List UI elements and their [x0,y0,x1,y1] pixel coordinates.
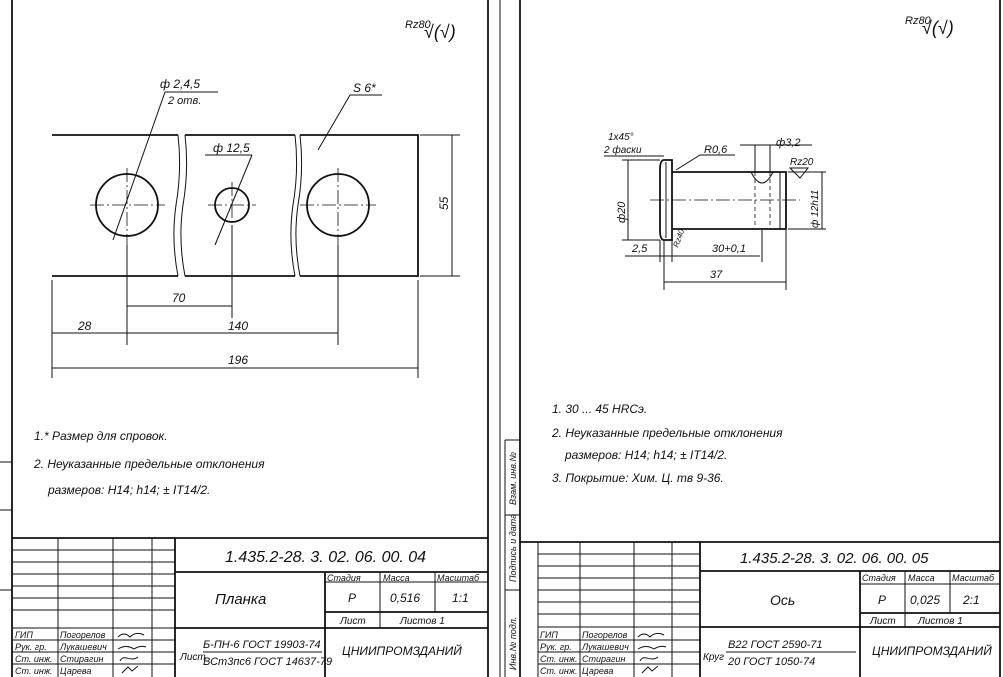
scale-label: Масштаб [952,573,995,583]
role: ГИП [540,630,558,640]
dim-hole-diameter: ф 2,4,5 [160,77,200,91]
mass-label: Масса [383,573,410,583]
sheets-label: Листов 1 [917,616,963,627]
dim-70: 70 [172,291,186,305]
organization: ЦНИИПРОМЗДАНИЙ [872,642,992,658]
note-1: 1. 30 ... 45 HRCэ. [552,402,647,416]
person-name: Стирагин [60,654,103,664]
dim-37: 37 [710,269,723,281]
note-3: 3. Покрытие: Хим. Ц. тв 9-36. [552,471,724,485]
role: ГИП [15,630,33,640]
binding-replace-label: Взам. инв.№ [508,452,518,505]
dim-2-5: 2,5 [631,243,648,255]
dim-rz20: Rz20 [790,157,814,168]
note-2: 2. Неуказанные предельные отклонения [33,457,265,471]
material-top: В22 ГОСТ 2590-71 [728,639,823,651]
signatures [637,632,667,674]
dim-height: 55 [437,196,451,210]
dim-d20: ф20 [616,201,628,223]
material-bottom: 20 ГОСТ 1050-74 [727,656,815,668]
person-name: Царева [60,666,91,676]
role: Ст. инж. [15,666,53,676]
dim-hole-count: 2 отв. [167,95,201,107]
note-2: 2. Неуказанные предельные отклонения [551,426,783,440]
stage-value: Р [878,593,886,607]
part-name: Планка [215,591,266,608]
dim-radius: R0,6 [704,144,728,156]
dim-chamfer: 1x45° [608,132,634,143]
material-top: Б-ПН-6 ГОСТ 19903-74 [203,639,321,651]
sheets-label: Листов 1 [399,616,445,627]
title-block-left: 1.435.2-28. 3. 02. 06. 00. 04 Планка Ста… [12,537,488,677]
sheet-label: Лист [869,616,896,627]
dim-28: 28 [77,319,92,333]
dim-chamfer-count: 2 фаски [603,144,642,156]
person-name: Царева [582,666,613,676]
dim-30: 30+0,1 [712,243,746,255]
dim-140: 140 [228,319,248,333]
person-name: Лукашевич [581,642,629,652]
plate-drawing: ф 2,4,5 2 отв. ф 12,5 S 6* 55 70 140 28 … [51,77,460,378]
scale-value: 2:1 [962,593,980,607]
left-sheet: Rz80 √(√) ф 2,4,5 2 отв. ф 12,5 S 6* 55 … [0,0,489,677]
role: Ст. инж. [540,654,578,664]
mass-value: 0,516 [390,591,420,605]
mass-label: Масса [908,573,935,583]
dim-center-hole: ф 12,5 [213,141,250,155]
roughness-symbol: √(√) [424,22,456,42]
person-name: Стирагин [582,654,625,664]
scale-value: 1:1 [452,591,469,605]
material-prefix: Круг [703,652,724,663]
role: Рук. гр. [540,642,572,652]
person-name: Лукашевич [59,642,107,652]
note-2-cont: размеров: H14; h14; ± IT14/2. [564,448,727,462]
drawing-code: 1.435.2-28. 3. 02. 06. 00. 05 [740,550,929,567]
stage-label: Стадия [862,573,896,583]
note-2-cont: размеров: H14; h14; ± IT14/2. [47,483,210,497]
roughness-symbol: √(√) [922,18,954,38]
role: Ст. инж. [540,666,578,676]
dim-rz40: Rz40 [671,228,686,249]
dim-hole: ф3,2 [776,137,800,149]
dim-thickness: S 6* [353,81,376,95]
signatures [117,632,147,674]
role: Рук. гр. [15,642,47,652]
dim-196: 196 [228,353,248,367]
roughness-label: Rz80 [905,15,932,27]
role: Ст. инж. [15,654,53,664]
scale-label: Масштаб [437,573,480,583]
binding-signature-label: Подпись и дата [508,514,518,582]
axle-drawing: 1x45° 2 фаски R0,6 ф3,2 Rz20 ф20 ф 12h11… [603,132,826,290]
dim-d12: ф 12h11 [809,190,821,228]
stage-value: Р [348,591,356,605]
material-prefix: Лист [179,652,206,663]
title-block-right: 1.435.2-28. 3. 02. 06. 00. 05 Ось Стадия… [520,541,1000,677]
part-name: Ось [770,592,795,608]
binding-inventory-label: Инв.№ подл. [508,617,518,670]
right-sheet: Взам. инв.№ Подпись и дата Инв.№ подл. R… [499,0,1001,677]
person-name: Погорелов [60,630,106,640]
organization: ЦНИИПРОМЗДАНИЙ [342,642,462,658]
roughness-label: Rz80 [405,19,432,31]
note-1: 1.* Размер для спровок. [34,429,168,443]
mass-value: 0,025 [910,593,940,607]
drawing-code: 1.435.2-28. 3. 02. 06. 00. 04 [225,549,426,566]
person-name: Погорелов [582,630,628,640]
stage-label: Стадия [327,573,361,583]
sheet-label: Лист [339,616,366,627]
material-bottom: ВСт3пс6 ГОСТ 14637-79 [203,656,332,668]
